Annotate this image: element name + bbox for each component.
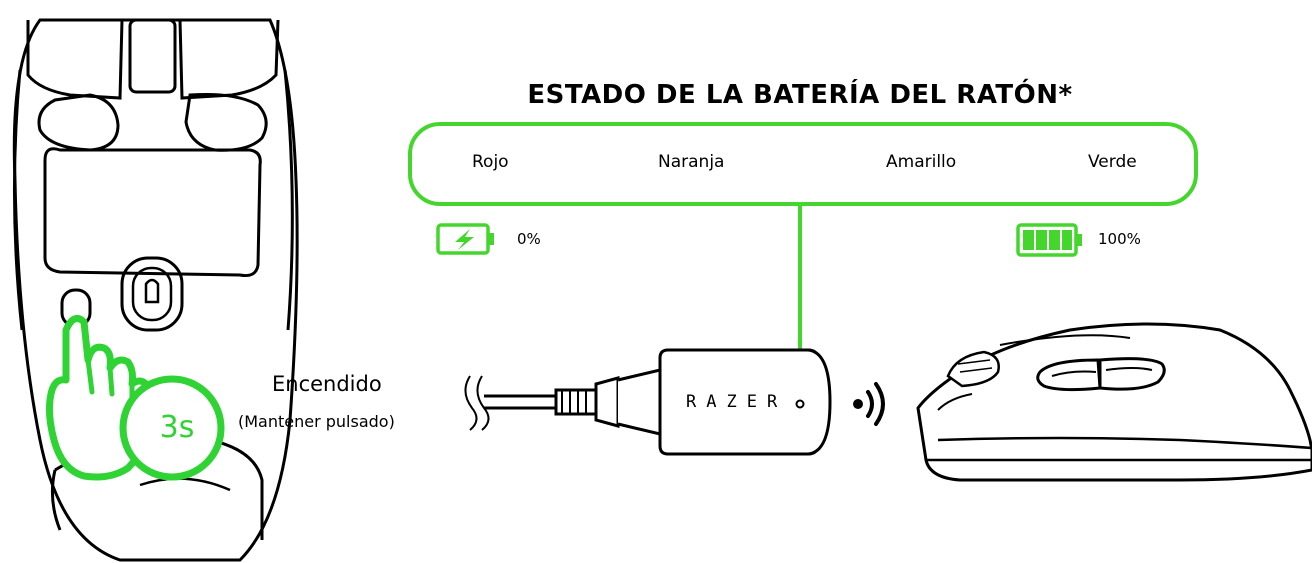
hold-time-label: 3s (159, 410, 195, 445)
color-label-yellow: Amarillo (886, 152, 957, 172)
page-title: ESTADO DE LA BATERÍA DEL RATÓN* (527, 80, 1073, 110)
hand-press-icon (45, 314, 225, 481)
battery-status-box (408, 122, 1198, 383)
power-label: Encendido (272, 372, 382, 396)
battery-full-icon (1016, 223, 1082, 257)
mouse-side-view (916, 322, 1312, 482)
color-label-green: Verde (1088, 152, 1137, 172)
mouse-bottom-view (12, 18, 299, 562)
battery-charging-icon (436, 223, 494, 255)
wireless-signal-icon (853, 382, 885, 426)
usb-dongle (464, 348, 832, 456)
battery-low-label: 0% (517, 230, 541, 248)
battery-full-label: 100% (1098, 230, 1141, 248)
power-sublabel: (Mantener pulsado) (238, 412, 395, 431)
color-label-orange: Naranja (658, 152, 725, 172)
color-label-red: Rojo (472, 152, 509, 172)
dongle-brand-label: RAZER (686, 392, 788, 412)
